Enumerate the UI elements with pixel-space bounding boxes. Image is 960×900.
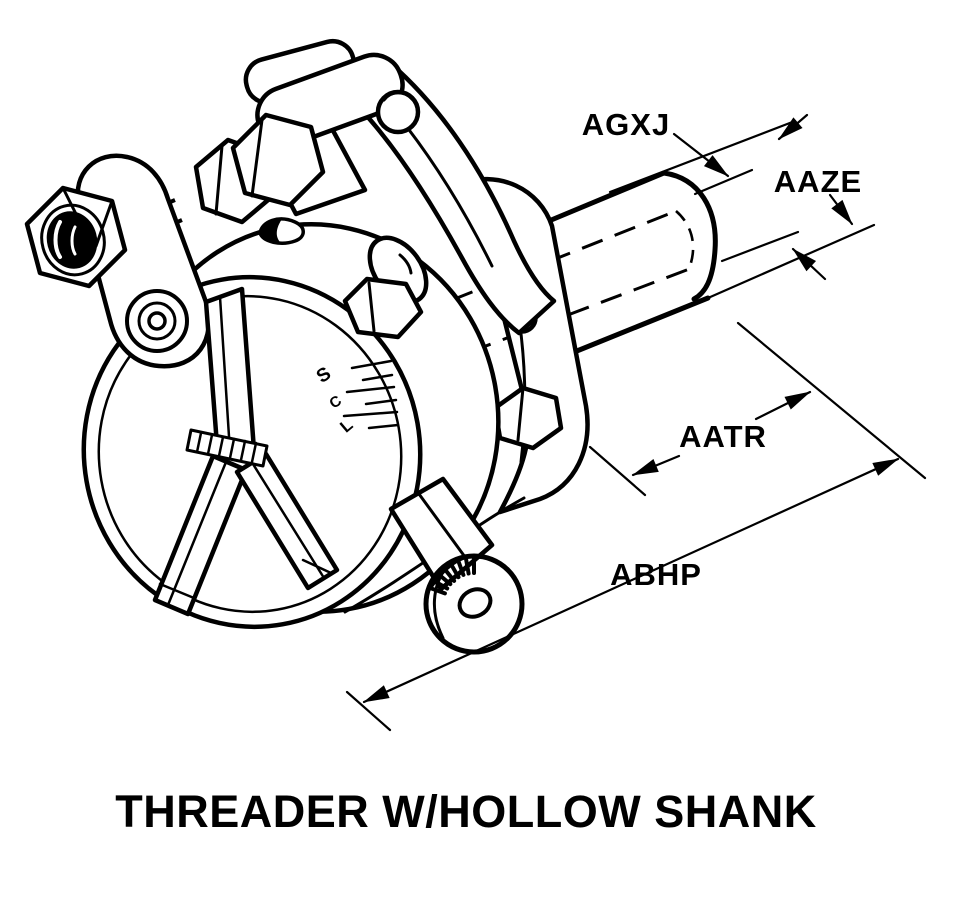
extension-line-aatr xyxy=(588,445,647,497)
extension-line-shank-bottom xyxy=(706,223,876,300)
extension-line-bore-bottom xyxy=(720,230,800,263)
dimension-label-abhp: ABHP xyxy=(610,557,702,592)
extension-line-shank-end xyxy=(736,321,927,480)
arrow-agxj-lower xyxy=(791,247,827,281)
arrow-agxj xyxy=(672,132,730,178)
end-hex-nut xyxy=(24,185,128,289)
clamp-assembly xyxy=(24,38,557,369)
rim-slot xyxy=(258,217,305,245)
jaw-teeth xyxy=(185,428,269,468)
jaw-lower-left xyxy=(152,453,249,617)
dimension-label-aaze: AAZE xyxy=(774,164,862,199)
cap-nut xyxy=(342,235,429,340)
arrow-aatr-right xyxy=(754,390,812,421)
arrow-aaze-top xyxy=(777,113,809,141)
arrow-aatr-left xyxy=(631,454,681,477)
dimension-line-abhp xyxy=(362,457,900,704)
knob-center-hole xyxy=(457,587,493,619)
arrow-aaze-bottom xyxy=(828,193,854,226)
extension-line-abhp xyxy=(345,690,392,732)
figure-title: THREADER W/HOLLOW SHANK xyxy=(115,786,816,837)
chuck-jaws xyxy=(152,286,340,617)
dimension-label-agxj: AGXJ xyxy=(582,107,670,142)
dimension-label-aatr: AATR xyxy=(679,419,767,454)
dimension-lines xyxy=(345,113,927,732)
rod-hex-nut-large xyxy=(230,112,326,208)
extension-line-bore-top xyxy=(693,168,754,196)
